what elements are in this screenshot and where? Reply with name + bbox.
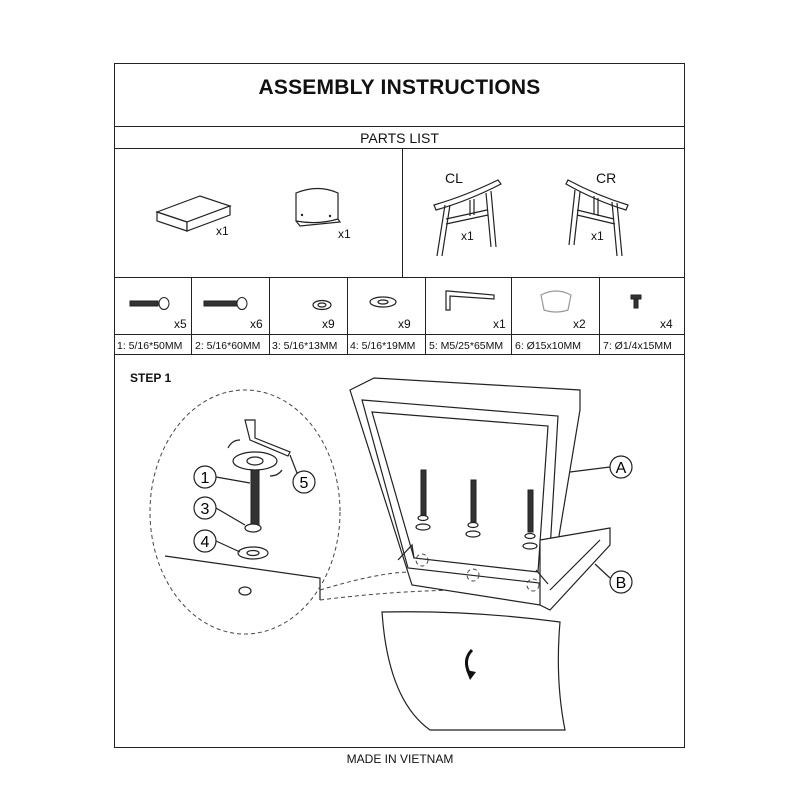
callout-a-text: A [616, 460, 627, 477]
rotate-arrow-icon [465, 648, 476, 680]
leveler-icon [630, 294, 642, 309]
divider [115, 148, 684, 149]
hardware-7-spec: 7: Ø1/4x15MM [603, 340, 672, 352]
callout-5: 5 [289, 454, 316, 494]
divider [599, 277, 600, 354]
divider [115, 277, 684, 278]
hardware-1-spec: 1: 5/16*50MM [117, 340, 183, 352]
spring-washer-icon [312, 299, 332, 311]
divider [191, 277, 192, 354]
hardware-7-qty: x4 [660, 317, 673, 331]
chair-back-assembly [349, 377, 611, 611]
allen-key-icon [445, 290, 495, 311]
hardware-6-qty: x2 [573, 317, 586, 331]
felt-pad-icon [540, 290, 572, 313]
bolt-50mm-icon [129, 297, 170, 310]
part-a-qty: x1 [216, 224, 229, 238]
divider [402, 148, 403, 277]
part-cr-qty: x1 [591, 229, 604, 243]
bolt-set-2 [465, 479, 481, 538]
hardware-1-qty: x5 [174, 317, 187, 331]
flat-washer-icon [369, 296, 397, 308]
table-surface [164, 555, 321, 600]
divider [425, 277, 426, 354]
hardware-5-spec: 5: M5/25*65MM [429, 340, 504, 352]
footer-made-in: MADE IN VIETNAM [346, 752, 454, 766]
hardware-6-spec: 6: Ø15x10MM [515, 340, 581, 352]
part-b-backrest-icon [295, 187, 342, 227]
hardware-3-spec: 3: 5/16*13MM [272, 340, 338, 352]
part-cl-label: CL [445, 170, 463, 186]
hardware-3-qty: x9 [322, 317, 335, 331]
instruction-sheet: ASSEMBLY INSTRUCTIONS PARTS LIST A x1 B … [114, 63, 685, 748]
callout-3: 3 [193, 496, 246, 526]
callout-5-text: 5 [300, 475, 309, 492]
divider [269, 277, 270, 354]
hardware-2-spec: 2: 5/16*60MM [195, 340, 261, 352]
callout-4: 4 [193, 529, 241, 553]
callout-b-text: B [616, 575, 627, 592]
divider [115, 126, 684, 127]
divider [347, 277, 348, 354]
divider [115, 334, 684, 335]
divider [511, 277, 512, 354]
part-cl-frame-icon [433, 179, 502, 257]
part-b-qty: x1 [338, 227, 351, 241]
hardware-2-qty: x6 [250, 317, 263, 331]
bolt-60mm-icon [203, 297, 248, 310]
page-title: ASSEMBLY INSTRUCTIONS [258, 76, 541, 99]
bolt-set-3 [522, 489, 538, 550]
step-label: STEP 1 [130, 371, 172, 385]
callout-b: B [594, 563, 633, 594]
part-cl-qty: x1 [461, 229, 474, 243]
part-cr-label: CR [596, 170, 617, 186]
part-a-seat-icon [155, 195, 232, 232]
hardware-4-qty: x9 [398, 317, 411, 331]
callout-a: A [569, 455, 633, 479]
part-cr-frame-icon [565, 179, 629, 257]
detail-bolt-assembly [227, 419, 291, 560]
parts-list-title: PARTS LIST [360, 130, 439, 146]
hardware-4-spec: 4: 5/16*19MM [350, 340, 416, 352]
callout-3-text: 3 [201, 501, 210, 518]
divider [115, 354, 684, 355]
hardware-5-qty: x1 [493, 317, 506, 331]
callout-1: 1 [193, 465, 251, 489]
callout-4-text: 4 [201, 534, 210, 551]
callout-1-text: 1 [201, 470, 210, 487]
cloth-cover [381, 611, 566, 731]
bolt-set-1 [415, 469, 431, 531]
